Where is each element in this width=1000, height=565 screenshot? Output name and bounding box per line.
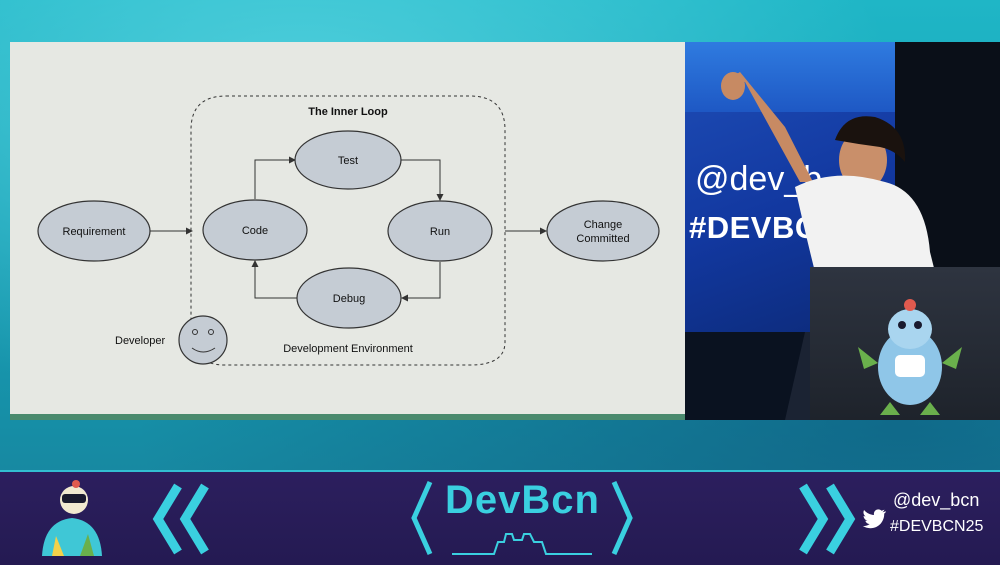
node-change-committed: Change Committed bbox=[546, 200, 660, 262]
environment-label: Development Environment bbox=[283, 343, 413, 355]
footer-handle: @dev_bcn bbox=[893, 490, 980, 510]
speaker-camera-feed: @dev_b #DEVBCN bbox=[685, 42, 1000, 420]
node-code-label: Code bbox=[242, 225, 268, 237]
twitter-bird-icon bbox=[862, 509, 886, 529]
node-change-label-1: Change bbox=[584, 219, 623, 231]
event-footer-banner bbox=[0, 470, 1000, 565]
footer-hashtag: #DEVBCN25 bbox=[890, 518, 984, 535]
footer-mascot-icon bbox=[42, 480, 102, 556]
inner-loop-diagram: The Inner Loop Requirement Code Test Run… bbox=[37, 95, 660, 366]
node-run-label: Run bbox=[430, 226, 450, 238]
edge-debug-code bbox=[251, 260, 297, 299]
slide-footer-bar bbox=[10, 414, 685, 420]
node-debug-label: Debug bbox=[333, 293, 365, 305]
devbcn-logo-text: DevBcn bbox=[445, 478, 600, 522]
node-debug: Debug bbox=[296, 267, 402, 329]
node-test: Test bbox=[294, 130, 402, 190]
smiley-face-icon bbox=[178, 315, 228, 365]
node-change-label-2: Committed bbox=[576, 233, 629, 245]
node-code: Code bbox=[202, 199, 308, 261]
backdrop-screen-top bbox=[685, 42, 895, 112]
devbcn-logo-frame bbox=[411, 480, 633, 556]
edge-test-run bbox=[400, 159, 444, 201]
chevron-left-double-icon bbox=[152, 483, 209, 555]
dragon-mascot-icon bbox=[858, 299, 962, 415]
presentation-slide: The Inner Loop Requirement Code Test Run… bbox=[10, 42, 685, 420]
inner-loop-title: The Inner Loop bbox=[308, 106, 388, 118]
inner-loop-boundary bbox=[190, 95, 506, 366]
chevron-right-double-icon bbox=[799, 483, 856, 555]
developer-label: Developer bbox=[115, 335, 165, 347]
node-requirement-label: Requirement bbox=[63, 226, 126, 238]
node-test-label: Test bbox=[338, 155, 358, 167]
edge-code-test bbox=[254, 156, 296, 199]
edge-run-debug bbox=[401, 262, 441, 302]
node-run: Run bbox=[387, 200, 493, 262]
node-requirement: Requirement bbox=[37, 200, 151, 262]
